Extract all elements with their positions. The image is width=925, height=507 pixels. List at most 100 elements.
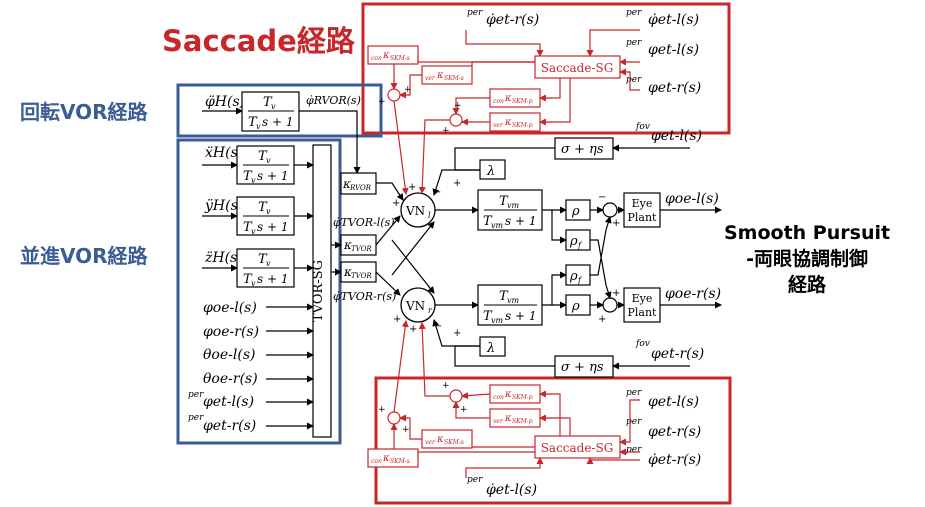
svg-text:s + 1: s + 1 <box>262 115 293 129</box>
svg-text:per: per <box>188 390 204 400</box>
smooth-pursuit-heading: Smooth Pursuit -両眼協調制御 経路 <box>724 220 890 298</box>
phi-rvor-signal: φ̇RVOR(s) <box>306 94 361 107</box>
per-phi-et-r-input-bottom: φet-r(s) <box>648 424 701 440</box>
svg-text:con: con <box>493 394 504 401</box>
sum-junction-left <box>602 202 618 218</box>
svg-text:κ: κ <box>436 434 444 445</box>
per-phi-et-l-input: φet-l(s) <box>203 394 254 410</box>
z-h-input: z̈H(s) <box>204 250 243 266</box>
svg-text:s + 1: s + 1 <box>505 309 536 323</box>
svg-text:Saccade-SG: Saccade-SG <box>541 61 614 75</box>
k-con-skm-p-bottom: con κ SKM-p <box>489 384 541 404</box>
svg-text:per: per <box>626 75 642 85</box>
kappa-tvor-gain-left: κ TVOR <box>340 234 377 256</box>
k-ver-skm-p-bottom: ver κ SKM-p <box>489 408 541 428</box>
kappa-tvor-gain-right: κ TVOR <box>340 261 377 283</box>
svg-text:κ: κ <box>343 265 352 279</box>
svg-text:con: con <box>493 98 504 105</box>
svg-text:per: per <box>626 38 642 48</box>
svg-text:SKM-s: SKM-s <box>390 458 410 465</box>
svg-text:+: + <box>460 405 468 415</box>
svg-text:κ: κ <box>436 70 444 81</box>
svg-text:s + 1: s + 1 <box>505 214 536 228</box>
phi-tvor-l-signal: φ̇TVOR-l(s) <box>333 216 395 229</box>
svg-text:Saccade-SG: Saccade-SG <box>541 441 614 455</box>
svg-text:per: per <box>626 445 642 455</box>
k-ver-skm-s-bottom: ver κ SKM-s <box>421 429 473 449</box>
svg-text:κ: κ <box>504 93 512 104</box>
svg-text:v: v <box>251 176 256 185</box>
phi-tvor-r-signal: φ̇TVOR-r(s) <box>333 290 396 303</box>
svg-text:s + 1: s + 1 <box>257 220 288 234</box>
svg-text:Plant: Plant <box>628 211 658 224</box>
svg-text:con: con <box>371 55 382 62</box>
svg-text:+: + <box>598 314 606 325</box>
svg-text:ρ: ρ <box>571 299 580 314</box>
sum-sac-bottom-b <box>387 411 401 425</box>
svg-text:T: T <box>263 95 273 110</box>
saccade-sg-top: Saccade-SG <box>534 55 621 79</box>
svg-text:T: T <box>483 214 493 229</box>
svg-text:SKM-s: SKM-s <box>390 55 410 62</box>
svg-text:+: + <box>454 101 462 111</box>
sum-sac-top-a <box>387 88 401 102</box>
saccade-path-frame-bottom <box>374 376 732 505</box>
kappa-rvor-gain: κ RVOR <box>340 172 377 195</box>
svg-text:vm: vm <box>491 316 504 325</box>
per-phi-et-l-input-bottom: φet-l(s) <box>648 394 699 410</box>
eye-plant-left: Eye Plant <box>623 192 661 228</box>
per-dphi-et-l-input-bottom: φ̇et-l(s) <box>486 482 537 498</box>
svg-text:+: + <box>402 425 410 435</box>
per-dphi-et-l-input-top: φ̇et-l(s) <box>648 12 699 28</box>
translational-vor-heading: 並進VOR経路 <box>20 244 148 268</box>
tvor-sg-block: TVOR-SG <box>311 144 332 438</box>
svg-text:Eye: Eye <box>632 197 653 210</box>
svg-text:T: T <box>258 252 268 267</box>
phi-oe-l-input: φoe-l(s) <box>203 300 257 316</box>
svg-text:κ: κ <box>343 238 352 252</box>
svg-text:vm: vm <box>507 201 520 210</box>
x-h-input: ẍH(s) <box>205 145 243 161</box>
svg-text:s + 1: s + 1 <box>257 272 288 286</box>
svg-text:v: v <box>251 227 256 236</box>
svg-text:T: T <box>499 289 509 304</box>
tv-block-z: T v T v s + 1 <box>236 248 295 288</box>
svg-text:ρ: ρ <box>571 204 580 219</box>
svg-text:σ + ηs: σ + ηs <box>561 142 604 157</box>
svg-text:ver: ver <box>425 439 436 446</box>
svg-text:ρ: ρ <box>569 234 578 249</box>
svg-text:vm: vm <box>491 221 504 230</box>
svg-text:+: + <box>612 218 620 229</box>
svg-text:ver: ver <box>493 122 504 129</box>
svg-text:per: per <box>467 475 483 485</box>
svg-text:+: + <box>453 178 461 189</box>
saccade-path-frame-top <box>361 2 731 135</box>
svg-text:+: + <box>442 381 450 391</box>
svg-text:κ: κ <box>504 117 512 128</box>
sum-sac-bottom-a <box>449 389 463 403</box>
svg-text:TVOR: TVOR <box>351 245 372 253</box>
tv-block-rotational: T v T v s + 1 <box>241 91 300 132</box>
y-h-input: ÿH(s) <box>204 198 243 214</box>
svg-text:per: per <box>626 8 642 18</box>
svg-text:λ: λ <box>486 164 495 179</box>
svg-text:fov: fov <box>635 122 650 132</box>
svg-text:VN: VN <box>405 299 425 313</box>
rho-block-right: ρ <box>565 294 591 316</box>
svg-text:vm: vm <box>507 296 520 305</box>
rotational-vor-frame <box>176 83 383 138</box>
svg-text:TVOR: TVOR <box>351 272 372 280</box>
tv-block-x: T v T v s + 1 <box>236 145 295 185</box>
svg-text:SKM-p: SKM-p <box>512 394 533 401</box>
svg-text:T: T <box>243 272 253 287</box>
sigma-eta-block-bottom: σ + ηs <box>554 355 614 378</box>
svg-text:r: r <box>428 306 433 315</box>
svg-text:+: + <box>378 97 386 107</box>
k-ver-skm-p-top: ver κ SKM-p <box>489 112 541 132</box>
svg-text:fov: fov <box>635 339 650 349</box>
svg-text:per: per <box>188 413 204 423</box>
theta-oe-r-input: θoe-r(s) <box>203 371 258 387</box>
svg-text:ρ: ρ <box>569 269 578 284</box>
k-con-skm-s-top: con κ SKM-s <box>367 45 419 65</box>
